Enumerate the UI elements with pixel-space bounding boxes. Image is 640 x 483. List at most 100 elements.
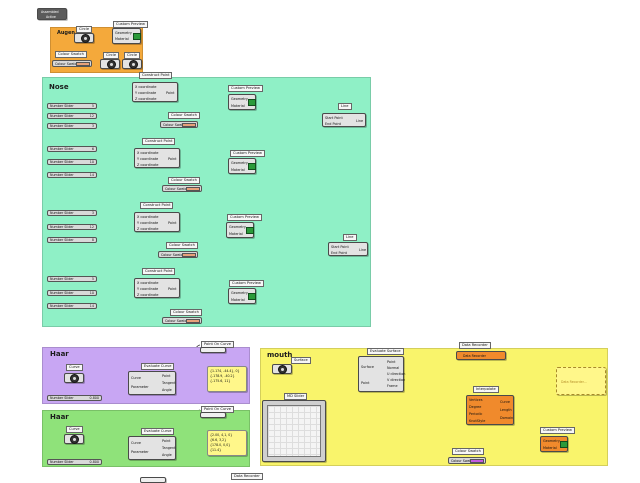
- line-component-1[interactable]: Start Point End Point Line: [322, 113, 366, 127]
- slider-value: 3: [91, 211, 94, 215]
- pin-curve: Curve: [131, 376, 142, 380]
- pin-parameter: Parameter: [131, 385, 149, 389]
- pin-parameter: Parameter: [131, 450, 149, 454]
- colour-swatch-n3[interactable]: Colour Swatch: [158, 251, 198, 258]
- group-mouth-title: mouth: [267, 351, 293, 359]
- custom-preview-component-n1[interactable]: Geometry Material: [228, 94, 256, 110]
- group-haar-2-title: Haar: [50, 413, 69, 421]
- recorder-panel[interactable]: Data Recorder...: [556, 367, 606, 395]
- group-nose[interactable]: Nose: [42, 77, 371, 327]
- construct-point-component-1[interactable]: X coordinate Y coordinate Z coordinate P…: [132, 82, 178, 102]
- circle-component-2[interactable]: [100, 59, 120, 69]
- colour-swatch-augen[interactable]: Colour Swatch: [52, 60, 92, 67]
- assembled-badge: Active: [46, 15, 56, 19]
- slider-value: 8: [91, 238, 94, 242]
- colour-swatch-n1[interactable]: Colour Swatch: [160, 121, 198, 128]
- line-tag-2: Line: [343, 234, 357, 241]
- pin-x: X coordinate: [137, 281, 159, 285]
- construct-point-tag-4: Construct Point: [142, 268, 176, 275]
- custom-preview-tag-n4: Custom Preview: [229, 280, 264, 287]
- pin-y: Y coordinate: [137, 221, 159, 225]
- panel-haar-2[interactable]: {2.00, 4,1, 0} {6.6, 3,2} {178.0, 0,0} {…: [207, 430, 247, 456]
- construct-point-component-4[interactable]: X coordinate Y coordinate Z coordinate P…: [134, 278, 180, 298]
- pin-frame: Frame: [387, 384, 398, 388]
- curve-tag-1: Curve: [66, 364, 83, 371]
- interpolate-tag: Interpolate: [473, 386, 499, 393]
- construct-point-component-3[interactable]: X coordinate Y coordinate Z coordinate P…: [134, 212, 180, 232]
- custom-preview-tag-n1: Custom Preview: [228, 85, 263, 92]
- bottom-cut-node[interactable]: [140, 477, 166, 483]
- curve-component-2[interactable]: [64, 434, 84, 444]
- pin-knot-style: KnotStyle: [469, 419, 486, 423]
- pin-y: Y coordinate: [135, 91, 157, 95]
- pin-end: End Point: [325, 122, 341, 126]
- pin-line: Line: [359, 248, 367, 252]
- pin-start: Start Point: [325, 116, 343, 120]
- circle-component-1[interactable]: [74, 33, 94, 43]
- pin-geometry: Geometry: [231, 161, 248, 165]
- construct-point-component-2[interactable]: X coordinate Y coordinate Z coordinate P…: [134, 148, 180, 168]
- point-on-curve-component-1[interactable]: [200, 347, 226, 353]
- interpolate-component[interactable]: Vertices Degree Periodic KnotStyle Curve…: [466, 395, 514, 425]
- colour-swatch-n2[interactable]: Colour Swatch: [162, 185, 202, 192]
- data-recorder-component[interactable]: Data Recorder: [456, 351, 506, 360]
- md-slider-component[interactable]: [262, 400, 326, 462]
- pin-point: Point: [168, 287, 177, 291]
- pin-geometry: Geometry: [231, 97, 248, 101]
- custom-preview-component-1[interactable]: Geometry Material: [112, 28, 141, 44]
- custom-preview-component-n2[interactable]: Geometry Material: [228, 158, 256, 174]
- point-on-curve-component-2[interactable]: [200, 412, 226, 418]
- colour-swatch-mouth[interactable]: Colour Swatch: [448, 457, 486, 464]
- custom-preview-component-mouth[interactable]: Geometry Material: [540, 436, 568, 452]
- colour-swatch-n4[interactable]: Colour Swatch: [162, 317, 202, 324]
- swatch-color: [186, 187, 200, 191]
- panel-line: {178.0, 0,0}: [210, 443, 231, 447]
- surface-tag: Surface: [291, 357, 311, 364]
- pin-angle: Angle: [162, 388, 172, 392]
- assembled-node[interactable]: Assembled Active: [37, 8, 67, 20]
- line-tag-1: Line: [338, 103, 352, 110]
- surface-component[interactable]: [272, 364, 292, 374]
- md-slider-tag: MD Slider: [284, 393, 308, 400]
- slider-value: 10: [89, 291, 94, 295]
- pin-degree: Degree: [469, 405, 482, 409]
- preview-icon: [133, 33, 141, 40]
- colour-swatch-tag-n2: Colour Swatch: [168, 177, 200, 184]
- panel-haar-1[interactable]: {1.174, -44.4}, 0} {-178.9, -40.2} {-175…: [207, 366, 247, 392]
- evaluate-curve-component-1[interactable]: Curve Parameter Point Tangent Angle: [128, 371, 176, 395]
- pin-geometry: Geometry: [543, 439, 560, 443]
- custom-preview-component-n3[interactable]: Geometry Material: [226, 222, 254, 238]
- pin-geometry: Geometry: [115, 31, 132, 35]
- custom-preview-tag-1: Custom Preview: [113, 21, 148, 28]
- circle-component-3[interactable]: [122, 59, 142, 69]
- custom-preview-component-n4[interactable]: Geometry Material: [228, 288, 256, 304]
- custom-preview-tag-n3: Custom Preview: [227, 214, 262, 221]
- pin-periodic: Periodic: [469, 412, 483, 416]
- evaluate-curve-component-2[interactable]: Curve Parameter Point Tangent Angle: [128, 436, 176, 460]
- pin-z: Z coordinate: [137, 227, 159, 231]
- evaluate-surface-component[interactable]: Surface Point Point Normal U direction V…: [358, 356, 405, 392]
- slider-value: 12: [89, 114, 94, 118]
- slider-value: 0.800: [89, 396, 99, 400]
- surface-icon: [278, 365, 287, 374]
- pin-tangent: Tangent: [162, 446, 176, 450]
- pin-y: Y coordinate: [137, 287, 159, 291]
- line-component-2[interactable]: Start Point End Point Line: [328, 242, 368, 256]
- md-slider-grid[interactable]: [267, 405, 321, 457]
- pin-point: Point: [166, 91, 175, 95]
- curve-component-1[interactable]: [64, 373, 84, 383]
